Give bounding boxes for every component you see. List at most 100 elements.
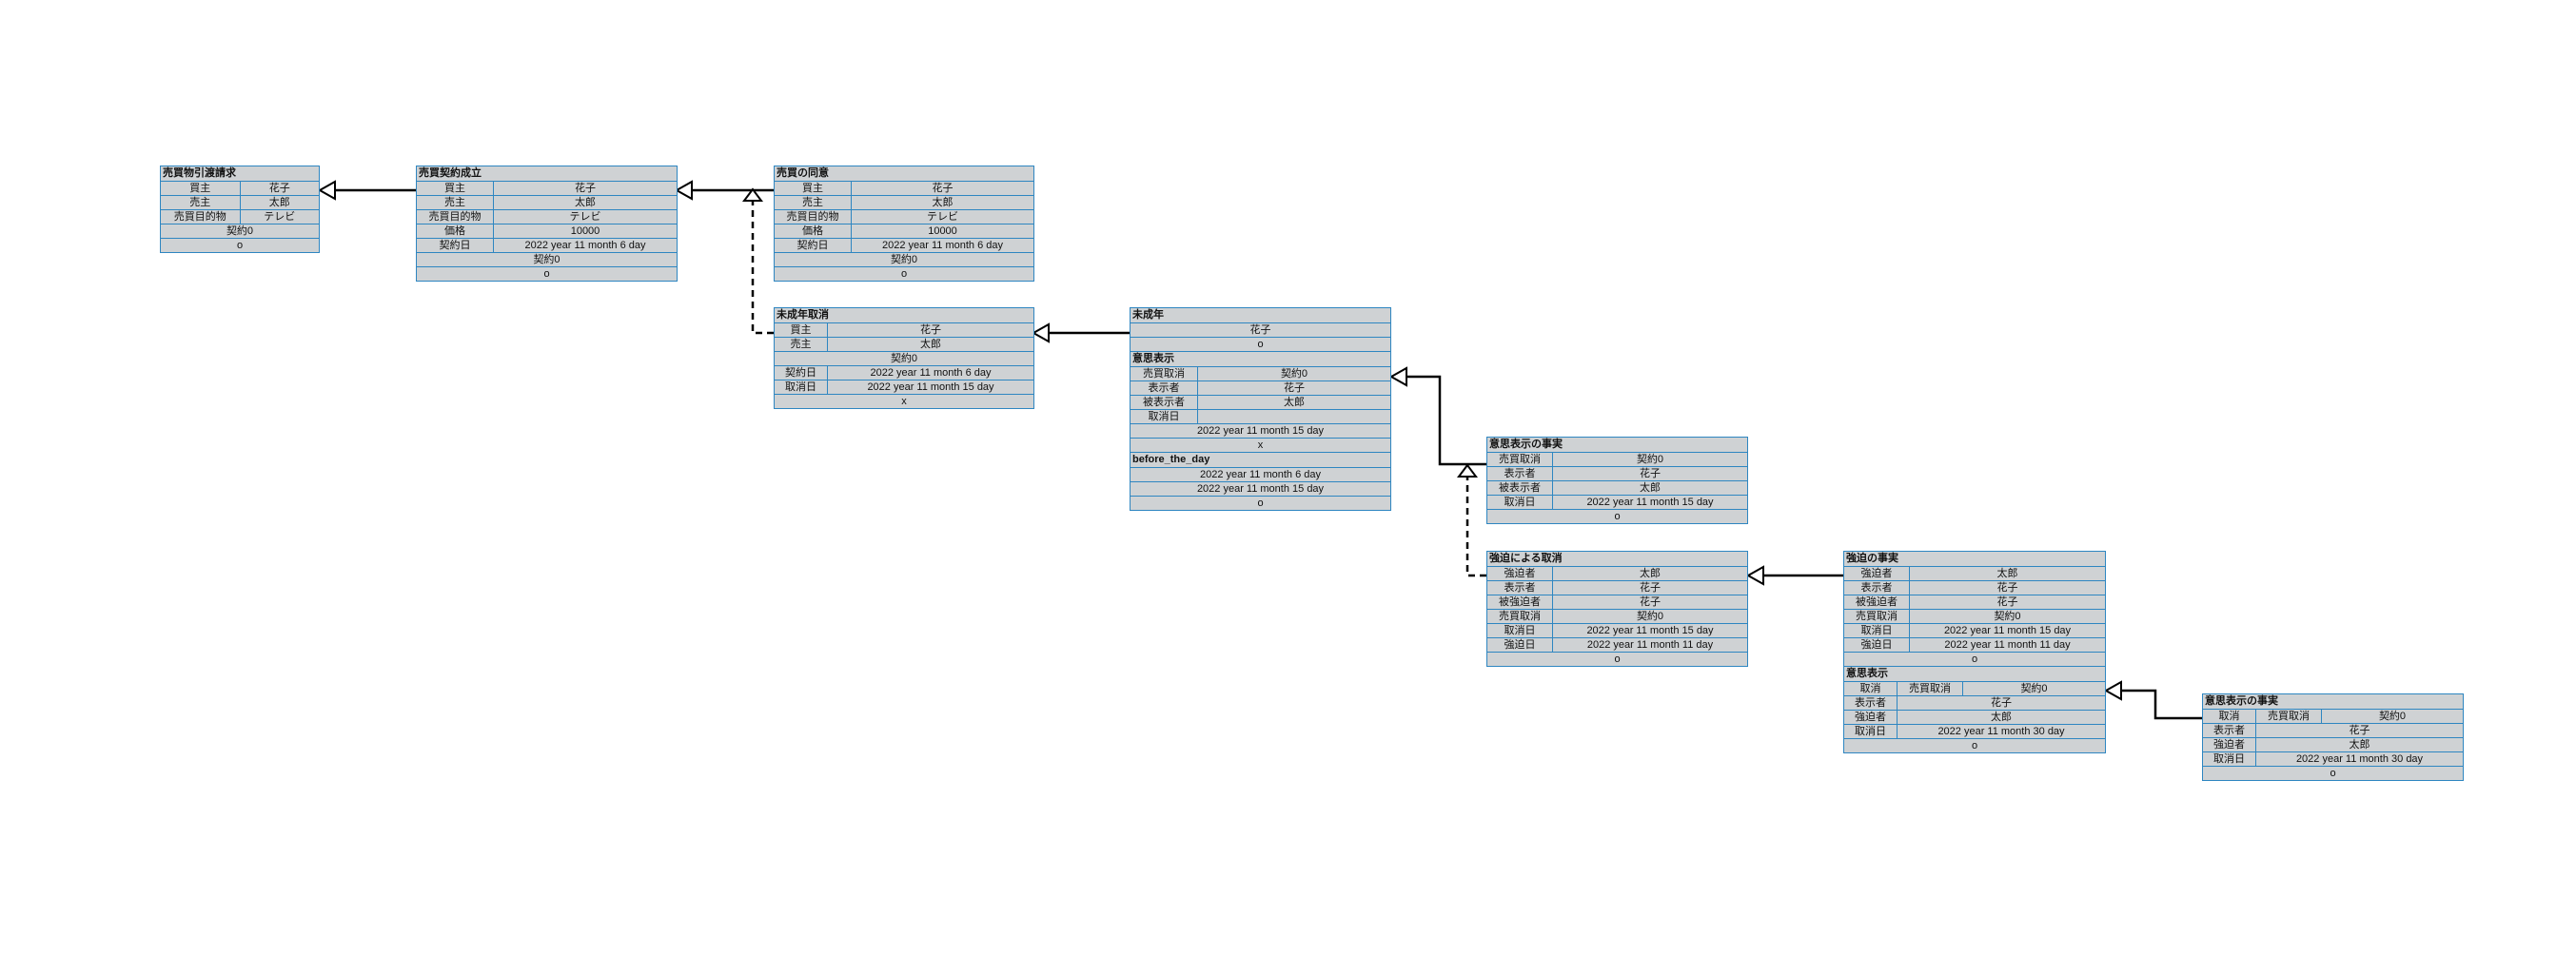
edge-n5-n4 [1031, 322, 1130, 343]
node-row: 契約0 [775, 352, 1033, 366]
node-n1: 売買物引渡請求 買主花子 売主太郎 売買目的物テレビ 契約0 o [160, 166, 320, 253]
node-row: 被強迫者花子 [1487, 595, 1747, 610]
node-row: o [900, 268, 908, 280]
node-title: 意思表示の事実 [2203, 694, 2463, 710]
node-title: 強迫による取消 [1487, 552, 1747, 567]
node-title: 意思表示 [1844, 667, 2105, 682]
node-row: 強迫者太郎 [2203, 738, 2463, 752]
node-row: 売主太郎 [775, 196, 1033, 210]
node-row: 売買取消契約0 [1131, 367, 1390, 381]
node-n5: 未成年 花子 o 意思表示 売買取消契約0 表示者花子 被表示者太郎 取消日 2… [1130, 307, 1391, 511]
node-row: o [1614, 511, 1621, 522]
node-row: o [1971, 740, 1978, 751]
node-row: 強迫者太郎 [1487, 567, 1747, 581]
node-row: 売買取消契約0 [1487, 610, 1747, 624]
node-row: 表示者花子 [1131, 381, 1390, 396]
node-title: 未成年取消 [775, 308, 1033, 323]
node-row: 取消日 [1131, 410, 1390, 424]
edge-n6-n5 [1388, 366, 1486, 466]
section: 売買物引渡請求 買主花子 売主太郎 売買目的物テレビ 契約0 o [161, 166, 319, 252]
edge-n3-n2 [674, 180, 774, 201]
node-row: 被強迫者花子 [1844, 595, 2105, 610]
node-title: before_the_day [1131, 453, 1390, 468]
node-row: o [543, 268, 550, 280]
edge-n4-n3 [742, 187, 774, 335]
node-row: 表示者花子 [1487, 467, 1747, 481]
node-row: 花子 [1131, 323, 1390, 338]
edge-n2-n1 [317, 180, 416, 201]
node-row: 被表示者太郎 [1131, 396, 1390, 410]
node-row: 買主花子 [775, 323, 1033, 338]
node-row: x [901, 396, 907, 407]
node-title: 強迫の事実 [1844, 552, 2105, 567]
node-title: 売買契約成立 [417, 166, 677, 182]
node-row: 被表示者太郎 [1487, 481, 1747, 496]
node-row: 売買目的物テレビ [775, 210, 1033, 224]
section: 未成年 花子 o [1131, 308, 1390, 351]
node-row: x [1257, 439, 1264, 451]
node-row: o [1971, 654, 1978, 665]
node-row: 契約0 [417, 253, 677, 267]
node-row: 2022 year 11 month 15 day [1131, 482, 1390, 497]
node-row: 2022 year 11 month 15 day [1131, 424, 1390, 439]
node-row: 買主花子 [417, 182, 677, 196]
node-row: 売買取消契約0 [1844, 610, 2105, 624]
node-row: o [1257, 339, 1264, 350]
node-row: 取消売買取消契約0 [2203, 710, 2463, 724]
node-row: 売買目的物テレビ [417, 210, 677, 224]
node-title: 売買の同意 [775, 166, 1033, 182]
node-row: o [1614, 654, 1621, 665]
node-title: 売買物引渡請求 [161, 166, 319, 182]
node-row: 売買取消契約0 [1487, 453, 1747, 467]
node-title: 意思表示の事実 [1487, 438, 1747, 453]
node-row: 表示者花子 [1844, 581, 2105, 595]
node-row: 買主花子 [161, 182, 319, 196]
node-row: 取消売買取消契約0 [1844, 682, 2105, 696]
section: before_the_day 2022 year 11 month 6 day … [1131, 452, 1390, 510]
edge-n8-n7 [1745, 565, 1843, 586]
node-row: 表示者花子 [1487, 581, 1747, 595]
node-row: 契約0 [775, 253, 1033, 267]
node-row: o [236, 240, 244, 251]
node-row: 2022 year 11 month 6 day [1131, 468, 1390, 482]
node-row: 売主太郎 [417, 196, 677, 210]
node-row: 売主太郎 [775, 338, 1033, 352]
edge-n7-n6 [1457, 463, 1486, 577]
node-title: 意思表示 [1131, 352, 1390, 367]
node-row: 表示者花子 [2203, 724, 2463, 738]
node-row: 強迫者太郎 [1844, 567, 2105, 581]
node-row: 契約0 [161, 224, 319, 239]
node-row: 強迫者太郎 [1844, 711, 2105, 725]
node-row: 表示者花子 [1844, 696, 2105, 711]
section: 意思表示 売買取消契約0 表示者花子 被表示者太郎 取消日 2022 year … [1131, 351, 1390, 452]
node-row: 買主花子 [775, 182, 1033, 196]
node-row: o [1257, 498, 1264, 509]
